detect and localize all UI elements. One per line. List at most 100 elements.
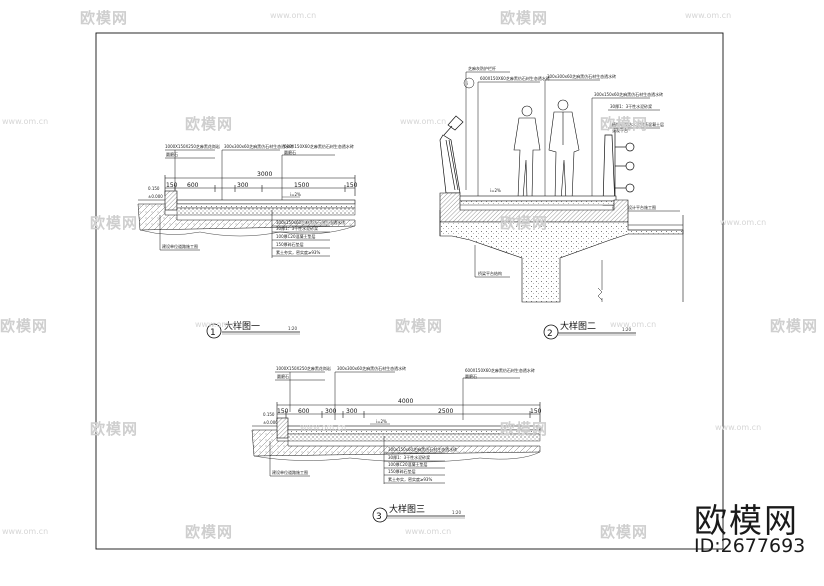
d3-label-brick-300: 300x300x60芝麻黑仿石材生态透水砖 <box>337 365 406 371</box>
watermark-url: www.om.cn <box>720 218 767 227</box>
watermark-url: www.om.cn <box>195 320 242 329</box>
d1-elev-top: 0.150 <box>148 186 160 191</box>
d2-right-railing <box>602 130 635 206</box>
d1-layer-4: 150厚碎石垫层 <box>276 241 304 247</box>
watermark-url: www.om.cn <box>300 423 347 432</box>
d3-left-note: 建设单位道路施工图 <box>272 469 308 475</box>
d2-slope: i=2% <box>490 188 501 193</box>
d2-label-railing: 芝麻灰防护栏杆 <box>468 65 496 71</box>
watermark-logo: 欧模网 <box>90 420 139 438</box>
d3-elev-zero: ±0.000 <box>263 420 278 425</box>
d2-right-2: 植物砂浆防水层钢筋混凝土层 <box>612 121 664 127</box>
watermark-logo: 欧模网 <box>80 9 129 27</box>
d2-bottom-label: 桥梁平台结构 <box>478 270 502 276</box>
watermark-logo: 欧模网 <box>90 214 139 232</box>
watermark-url: www.om.cn <box>405 527 452 536</box>
site-brand: 欧模网 <box>694 501 799 540</box>
watermark-url: www.om.cn <box>270 11 317 20</box>
d3-layer-1: 300x150x60芝麻黑仿石材生态透水砖 <box>388 446 457 452</box>
d3-layer-4: 150厚碎石垫层 <box>388 468 416 474</box>
d1-number-circle <box>206 323 222 339</box>
watermark-logo: 欧模网 <box>600 523 649 541</box>
d3-scale: 1:20 <box>452 510 461 515</box>
d1-dim-1: 150 <box>166 182 178 189</box>
d3-layer-5: 素土夯实，密实度≥93% <box>388 476 432 482</box>
d1-dim-3: 300 <box>237 182 249 189</box>
d2-right-4: 道路桥梁设计平台施工图 <box>612 204 656 210</box>
d3-label-brick-600: 600X150X60芝麻黑仿石材生态透水砖 <box>465 367 535 373</box>
d2-number-circle <box>543 324 559 340</box>
d3-dim-2: 600 <box>298 408 310 415</box>
d3-dim-total: 4000 <box>398 398 413 405</box>
watermark-url: www.om.cn <box>715 423 762 432</box>
d3-elev-top: 0.150 <box>263 412 275 417</box>
d1-dim-total: 3000 <box>257 171 272 178</box>
d2-label-brick-300x150: 300x150x60芝麻黑仿石材生态透水砖 <box>594 91 663 97</box>
d3-dim-6: 150 <box>530 408 542 415</box>
d2-lamp <box>439 115 464 194</box>
watermark-url: www.om.cn <box>300 218 347 227</box>
d1-left-note: 建设单位道路施工图 <box>162 243 198 249</box>
d1-layer-2: 30厚1：3干性水泥砂浆 <box>276 225 318 231</box>
d3-title: 大样图三 <box>389 503 425 515</box>
d1-number: 1 <box>210 328 216 338</box>
d3-number-circle <box>372 507 388 523</box>
svg-text:i: i <box>467 81 468 86</box>
d1-label-granite: 1000X150X250芝麻黑花岗岩 <box>165 143 220 149</box>
d3-layer-3: 100厚C20混凝土垫层 <box>388 461 428 467</box>
d3-dim-4: 300 <box>346 408 358 415</box>
model-id: ID:2677693 <box>694 535 806 557</box>
d3-label-granite-sub: 圆磨石 <box>277 373 289 379</box>
d3-label-granite: 1000X150X250芝麻黑花岗岩 <box>276 365 331 371</box>
d1-layer-3: 100厚C20混凝土垫层 <box>276 233 316 239</box>
watermark-url: www.om.cn <box>685 11 732 20</box>
d2-people-figures <box>513 99 580 201</box>
d1-dim-5: 150 <box>346 182 358 189</box>
d2-number: 2 <box>547 329 553 339</box>
watermark-logo: 欧模网 <box>770 317 819 335</box>
d1-label-brick-600: 600X150X60芝麻黑仿石材生态透水砖 <box>284 143 354 149</box>
d3-number: 3 <box>376 512 382 522</box>
detail-3: 1000X150X250芝麻黑花岗岩 圆磨石 300x300x60芝麻黑仿石材生… <box>251 365 542 523</box>
d3-label-brick-600-sub: 圆磨石 <box>465 373 477 379</box>
watermark-logo: 欧模网 <box>500 420 549 438</box>
watermark-logo: 欧模网 <box>185 115 234 133</box>
watermark-url: www.om.cn <box>2 117 49 126</box>
watermark-url: www.om.cn <box>610 320 657 329</box>
d1-dim-4: 1500 <box>294 182 309 189</box>
detail-2: i 芝麻灰防护栏杆 600X150X60芝麻黑仿石材生态透水砖 300x300x… <box>439 65 684 340</box>
d1-dim-2: 600 <box>187 182 199 189</box>
d3-dim-1: 150 <box>277 408 289 415</box>
d1-title: 大样图一 <box>224 320 260 332</box>
d1-label-brick-300: 300x300x60芝麻黑仿石材生态透水砖 <box>224 143 293 149</box>
watermark-logo: 欧模网 <box>500 214 549 232</box>
d1-layer-5: 素土夯实，密实度≥93% <box>276 249 320 255</box>
d2-title: 大样图二 <box>560 320 596 332</box>
watermark-logo: 欧模网 <box>185 523 234 541</box>
d3-layer-2: 30厚1：3干性水泥砂浆 <box>388 454 430 460</box>
d3-slope: i=2% <box>376 419 387 424</box>
watermark-logo: 欧模网 <box>395 317 444 335</box>
sheet-frame <box>95 32 724 550</box>
d1-label-granite-sub: 圆磨石 <box>166 151 178 157</box>
d3-dim-5: 2500 <box>438 408 453 415</box>
watermark-logo: 欧模网 <box>0 317 49 335</box>
watermark-logo: 欧模网 <box>500 9 549 27</box>
d1-scale: 1:20 <box>288 326 297 331</box>
d2-right-1: 30厚1：3干性水泥砂浆 <box>610 103 652 109</box>
d1-label-brick-600-sub: 圆磨石 <box>284 149 296 155</box>
d1-elev-zero: ±0.000 <box>148 194 163 199</box>
d2-label-brick-300: 300x300x60芝麻黑仿石材生态透水砖 <box>547 73 616 79</box>
detail-1: 1000X150X250芝麻黑花岗岩 圆磨石 300x300x60芝麻黑仿石材生… <box>137 143 358 339</box>
d1-slope: i=2% <box>290 192 301 197</box>
d3-dim-3: 300 <box>325 408 337 415</box>
watermark-logo: 欧模网 <box>600 115 649 133</box>
d1-layer-1: 300x150x60芝麻黑仿石材生态透水砖 <box>276 219 345 225</box>
d2-label-brick-600: 600X150X60芝麻黑仿石材生态透水砖 <box>480 75 550 81</box>
d2-scale: 1:20 <box>622 327 631 332</box>
watermark-url: www.om.cn <box>2 527 49 536</box>
watermark-url: www.om.cn <box>400 117 447 126</box>
d2-right-3: 景观平台 <box>612 127 628 133</box>
